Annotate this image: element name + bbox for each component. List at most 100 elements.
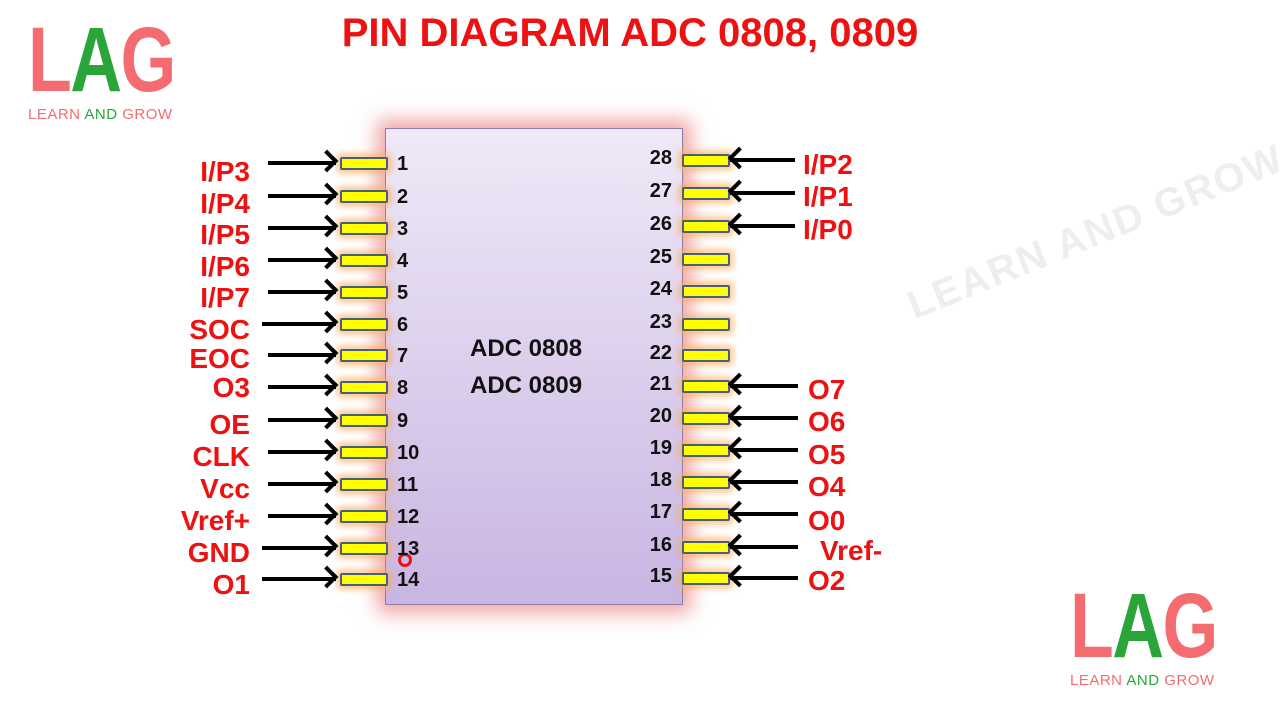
pin-23 bbox=[682, 318, 730, 331]
watermark: LEARN AND GROW bbox=[901, 136, 1280, 328]
pin-number: 21 bbox=[649, 373, 672, 395]
pin-number: 2 bbox=[397, 186, 409, 208]
pin-label: Vref+ bbox=[180, 505, 250, 536]
pin-20 bbox=[682, 412, 730, 425]
arrow-left-icon bbox=[730, 416, 798, 420]
pin-label: O5 bbox=[808, 439, 846, 470]
pin-number: 28 bbox=[649, 147, 672, 169]
pin-12 bbox=[340, 510, 388, 523]
arrow-right-icon bbox=[268, 290, 336, 294]
chip-label-0808: ADC 0808 bbox=[470, 335, 583, 362]
pin-number: 23 bbox=[649, 311, 672, 333]
pin-9 bbox=[340, 414, 388, 427]
pin-label: I/P1 bbox=[803, 181, 853, 212]
arrow-right-icon bbox=[268, 450, 336, 454]
pin-label: O3 bbox=[212, 372, 250, 403]
pin-number: 13 bbox=[397, 538, 420, 560]
pin-27 bbox=[682, 187, 730, 200]
pin-number: 5 bbox=[397, 282, 409, 304]
pin-6 bbox=[340, 318, 388, 331]
pin-18 bbox=[682, 476, 730, 489]
pin-number: 18 bbox=[649, 469, 672, 491]
arrow-left-icon bbox=[730, 576, 798, 580]
pin-number: 9 bbox=[397, 410, 409, 432]
pin-10 bbox=[340, 446, 388, 459]
pin-label: EOC bbox=[189, 343, 250, 374]
pin-label: O2 bbox=[808, 565, 846, 596]
arrow-left-icon bbox=[730, 191, 795, 195]
pin-15 bbox=[682, 572, 730, 585]
arrow-right-icon bbox=[268, 418, 336, 422]
pin-number: 8 bbox=[397, 377, 409, 399]
pin-number: 16 bbox=[649, 534, 672, 556]
pin-2 bbox=[340, 190, 388, 203]
pin-label: SOC bbox=[189, 314, 250, 345]
pin-number: 19 bbox=[649, 437, 672, 459]
arrow-left-icon bbox=[730, 545, 798, 549]
arrow-right-icon bbox=[268, 514, 336, 518]
pin-13 bbox=[340, 542, 388, 555]
pin-26 bbox=[682, 220, 730, 233]
pin-5 bbox=[340, 286, 388, 299]
arrow-right-icon bbox=[268, 482, 336, 486]
pin-number: 4 bbox=[397, 250, 409, 272]
pin-number: 14 bbox=[397, 569, 420, 591]
logo-top-left: LAG LEARN AND GROW bbox=[28, 9, 176, 123]
pin-number: 7 bbox=[397, 345, 409, 367]
arrow-right-icon bbox=[268, 226, 336, 230]
pin-8 bbox=[340, 381, 388, 394]
pin-label: I/P4 bbox=[200, 188, 250, 219]
pin-21 bbox=[682, 380, 730, 393]
pin-number: 24 bbox=[649, 278, 672, 300]
pin-number: 17 bbox=[649, 501, 672, 523]
pin-label: CLK bbox=[192, 441, 250, 472]
pin-25 bbox=[682, 253, 730, 266]
pin-19 bbox=[682, 444, 730, 457]
arrow-left-icon bbox=[730, 158, 795, 162]
pin-label: O6 bbox=[808, 406, 846, 437]
arrow-right-icon bbox=[262, 546, 336, 550]
pin-1 bbox=[340, 157, 388, 170]
pin-label: I/P2 bbox=[803, 149, 853, 180]
pin-label: O0 bbox=[808, 505, 846, 536]
logo-bottom-right: LAG LEARN AND GROW bbox=[1070, 575, 1218, 689]
pin-number: 12 bbox=[397, 506, 420, 528]
pin-28 bbox=[682, 154, 730, 167]
adc-chip-body bbox=[385, 128, 683, 605]
pin-number: 10 bbox=[397, 442, 420, 464]
chip-label-0809: ADC 0809 bbox=[470, 372, 583, 399]
pin-22 bbox=[682, 349, 730, 362]
pin-17 bbox=[682, 508, 730, 521]
pin-24 bbox=[682, 285, 730, 298]
arrow-right-icon bbox=[268, 353, 336, 357]
pin-number: 25 bbox=[649, 246, 672, 268]
pin-11 bbox=[340, 478, 388, 491]
pin-label: O7 bbox=[808, 374, 846, 405]
pin-number: 11 bbox=[397, 474, 419, 496]
pin-label: I/P0 bbox=[803, 214, 853, 245]
pin-number: 6 bbox=[397, 314, 409, 336]
arrow-right-icon bbox=[262, 577, 336, 581]
pin-number: 3 bbox=[397, 218, 409, 240]
pin-3 bbox=[340, 222, 388, 235]
pin-label: Vref- bbox=[820, 535, 883, 566]
arrow-right-icon bbox=[268, 385, 336, 389]
pin-7 bbox=[340, 349, 388, 362]
pin-16 bbox=[682, 541, 730, 554]
pin-number: 26 bbox=[649, 213, 672, 235]
pin-label: I/P5 bbox=[200, 219, 250, 250]
pin-number: 1 bbox=[397, 153, 409, 175]
pin-number: 22 bbox=[649, 342, 672, 364]
arrow-right-icon bbox=[268, 161, 336, 165]
pin-number: 15 bbox=[649, 565, 672, 587]
pin-label: GND bbox=[187, 537, 250, 568]
pin-label: I/P3 bbox=[200, 156, 250, 187]
pin1-marker-dot bbox=[398, 553, 412, 567]
pin-14 bbox=[340, 573, 388, 586]
diagram-title: PIN DIAGRAM ADC 0808, 0809 bbox=[341, 11, 919, 55]
pin-label: Vcc bbox=[200, 473, 250, 504]
arrow-left-icon bbox=[730, 448, 798, 452]
pin-label: OE bbox=[209, 409, 250, 440]
pin-label: O4 bbox=[808, 471, 846, 502]
arrow-right-icon bbox=[268, 258, 336, 262]
